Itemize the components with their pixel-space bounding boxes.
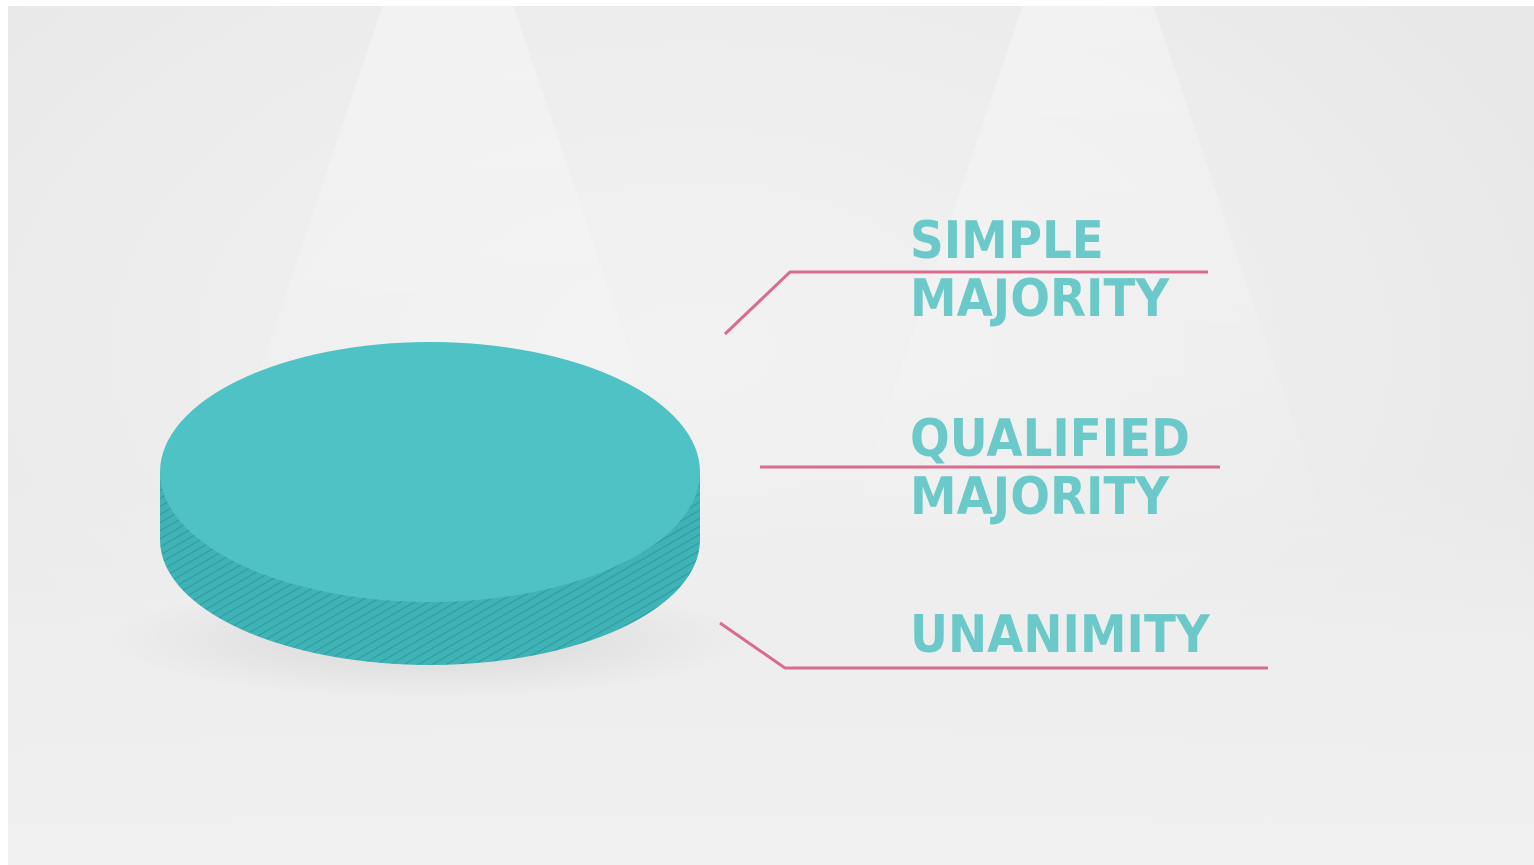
connector-unanimity <box>719 621 1268 670</box>
label-qualified-majority-line2: MAJORITY <box>910 467 1170 527</box>
label-simple-majority-line2: MAJORITY <box>910 269 1170 329</box>
label-simple-majority: SIMPLE MAJORITY <box>910 212 1169 328</box>
label-unanimity: UNANIMITY <box>910 606 1210 664</box>
video-frame <box>8 6 1534 865</box>
label-unanimity-line1: UNANIMITY <box>910 605 1210 665</box>
label-qualified-majority: QUALIFIED MAJORITY <box>910 410 1190 526</box>
connector-simple-majority <box>723 270 1208 336</box>
label-simple-majority-line1: SIMPLE <box>910 211 1104 271</box>
label-qualified-majority-line1: QUALIFIED <box>910 409 1191 469</box>
disc-top <box>160 342 700 602</box>
